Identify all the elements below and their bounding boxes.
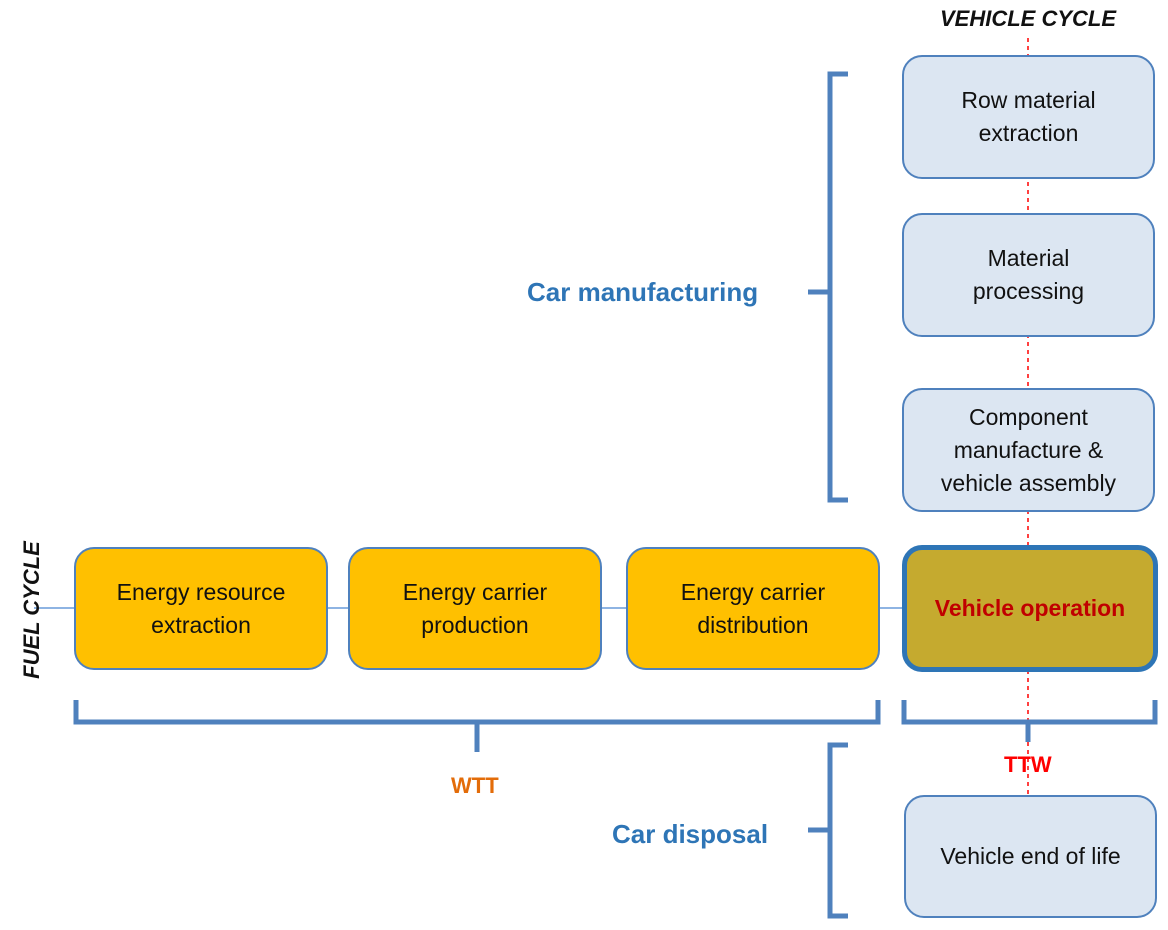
energy-resource-extraction-box: Energy resource extraction bbox=[74, 547, 328, 670]
manufacturing-bracket bbox=[808, 71, 848, 503]
ttw-bracket bbox=[901, 700, 1158, 742]
wtt-label: WTT bbox=[451, 773, 499, 798]
car-disposal-label: Car disposal bbox=[612, 819, 769, 849]
vehicle-cycle-title: VEHICLE CYCLE bbox=[940, 6, 1117, 31]
raw-material-extraction-box: Row material extraction bbox=[902, 55, 1155, 179]
component-manufacture-box: Component manufacture & vehicle assembly bbox=[902, 388, 1155, 512]
wtt-bracket bbox=[73, 700, 881, 752]
energy-carrier-distribution-box: Energy carrier distribution bbox=[626, 547, 880, 670]
vehicle-operation-box: Vehicle operation bbox=[902, 545, 1158, 672]
material-processing-box: Material processing bbox=[902, 213, 1155, 337]
car-manufacturing-label: Car manufacturing bbox=[527, 277, 759, 307]
vehicle-end-of-life-box: Vehicle end of life bbox=[904, 795, 1157, 918]
disposal-bracket bbox=[808, 742, 848, 919]
fuel-cycle-title: FUEL CYCLE bbox=[18, 541, 44, 679]
energy-carrier-production-box: Energy carrier production bbox=[348, 547, 602, 670]
ttw-label: TTW bbox=[1004, 752, 1052, 777]
